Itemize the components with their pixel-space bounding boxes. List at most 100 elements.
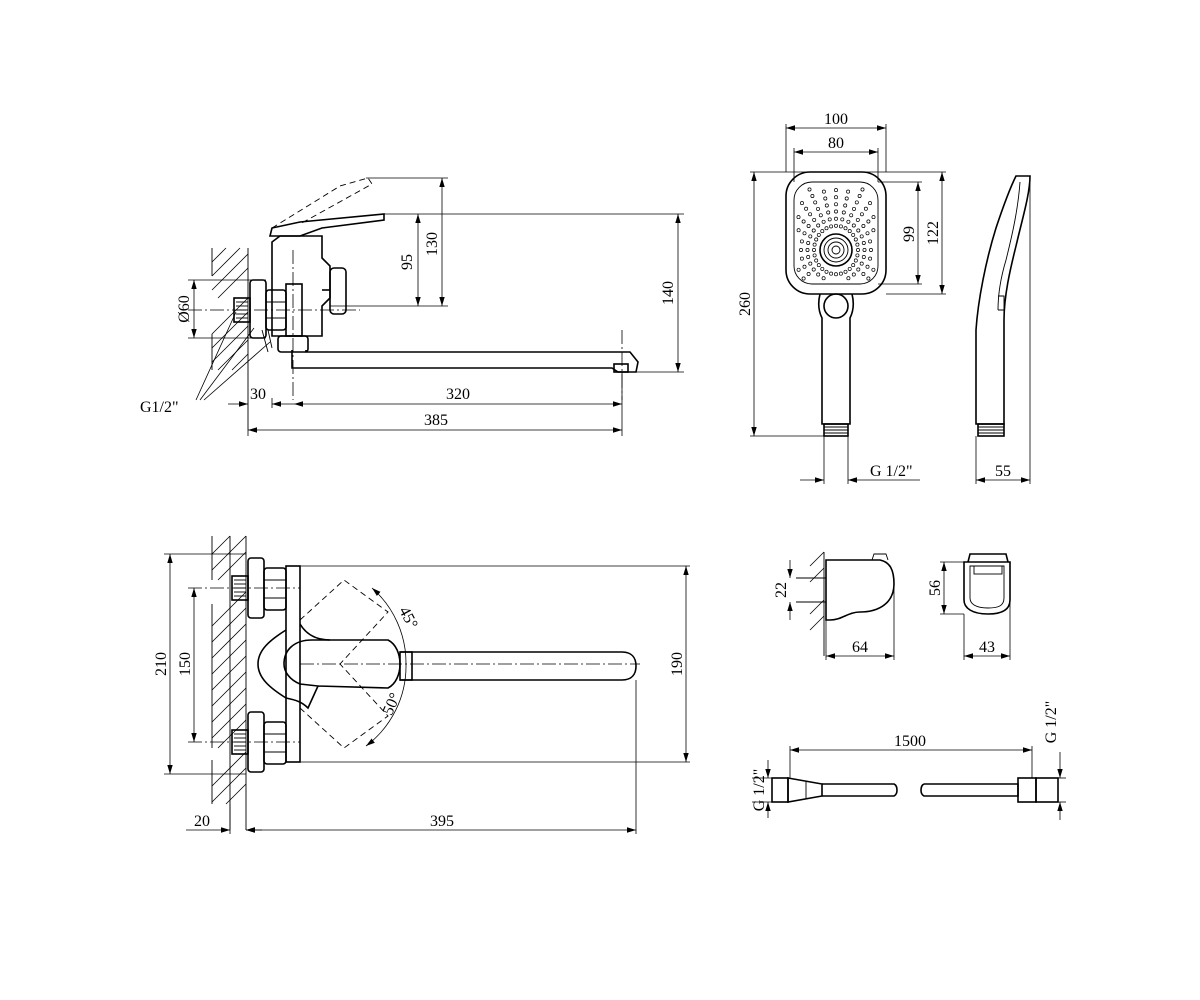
nozzle-dot: [868, 256, 873, 261]
nozzle-dot: [841, 210, 846, 215]
nozzle-dot: [816, 223, 821, 228]
nozzle-dot: [834, 216, 838, 221]
nozzle-dot: [812, 248, 816, 252]
nozzle-dot: [866, 219, 871, 224]
nozzle-dot: [806, 272, 811, 276]
nozzle-dot: [806, 255, 811, 259]
nozzle-dot: [869, 248, 873, 252]
nozzle-dot: [865, 264, 870, 269]
nozzle-dot: [856, 228, 861, 233]
shower-head-side: 55: [975, 175, 1031, 484]
nozzle-dot: [807, 187, 812, 192]
dim-95: 95: [399, 254, 416, 270]
nozzle-dot: [861, 224, 866, 228]
nozzle-dot: [799, 239, 804, 244]
nozzle-dot: [863, 206, 868, 211]
nozzle-dot: [857, 194, 862, 198]
dim-150: 150: [177, 652, 194, 676]
thread-label-g12: G1/2": [140, 399, 179, 416]
nozzle-dot: [796, 215, 801, 220]
nozzle-dot: [823, 196, 828, 201]
dim-55: 55: [995, 463, 1011, 480]
dim-130: 130: [424, 232, 441, 256]
nozzle-dot: [820, 229, 825, 234]
dim-320: 320: [446, 386, 470, 403]
dim-100: 100: [824, 111, 848, 128]
nozzle-dot: [846, 189, 851, 194]
nozzle-dot: [847, 229, 852, 234]
nozzle-dot: [868, 201, 872, 206]
nozzle-dot: [856, 267, 861, 272]
nozzle-dot: [824, 203, 829, 208]
nozzle-dot: [846, 276, 851, 281]
nozzle-dot: [812, 242, 817, 247]
nozzle-dot: [813, 200, 818, 205]
nozzle-dot: [829, 271, 834, 276]
dim-260: 260: [737, 292, 754, 316]
dim-1500: 1500: [894, 733, 926, 750]
nozzle-dot: [816, 263, 821, 268]
nozzle-dot: [799, 256, 804, 261]
nozzle-dot: [834, 209, 838, 214]
nozzle-dot: [806, 241, 811, 245]
nozzle-dot: [853, 258, 858, 263]
dim-56: 56: [927, 580, 944, 596]
side-view: 95 130 140 Ø60 G1/2" 30 320 385: [140, 177, 684, 436]
wall-holder-front: 56 43: [927, 553, 1011, 660]
nozzle-dot: [866, 276, 871, 281]
nozzle-dot: [855, 242, 860, 247]
nozzle-dot: [851, 223, 856, 228]
nozzle-dot: [847, 266, 852, 271]
thread-label-head: G 1/2": [870, 463, 913, 480]
nozzle-dot: [860, 187, 865, 192]
nozzle-dot: [814, 237, 819, 242]
nozzle-dot: [811, 228, 816, 233]
shower-head-front: 100 80 99 122 260 G 1/2": [737, 111, 946, 484]
nozzle-dot: [804, 206, 809, 211]
nozzle-dot: [808, 212, 813, 217]
nozzle-dot: [818, 213, 823, 218]
nozzle-dot: [854, 200, 859, 205]
nozzle-dot: [843, 203, 848, 208]
nozzle-dot: [796, 267, 801, 272]
dim-122: 122: [925, 221, 942, 245]
nozzle-dot: [814, 258, 819, 263]
angle-45: 45°: [395, 604, 421, 632]
wall-hatch: [211, 247, 249, 371]
thread-label-hose-right: G 1/2": [1043, 701, 1060, 744]
nozzle-dot: [811, 267, 816, 272]
dim-30: 30: [250, 386, 266, 403]
nozzle-dot: [862, 248, 867, 252]
nozzle-dot: [834, 272, 838, 277]
dim-140: 140: [660, 281, 677, 305]
nozzle-dot: [801, 276, 806, 281]
nozzle-dot: [853, 237, 858, 242]
dim-20: 20: [194, 813, 210, 830]
nozzle-dot: [834, 188, 838, 193]
nozzle-dot: [855, 217, 860, 222]
thread-label-hose-left: G 1/2": [751, 769, 768, 812]
nozzle-dot: [805, 248, 810, 252]
nozzle-dot: [829, 224, 834, 229]
dim-80: 80: [828, 135, 844, 152]
nozzle-dot: [812, 217, 817, 222]
nozzle-dot: [824, 226, 829, 231]
nozzle-dot: [838, 271, 843, 276]
nozzle-dot: [843, 226, 848, 231]
nozzle-dot: [861, 272, 866, 276]
dim-43: 43: [979, 639, 995, 656]
nozzle-dot: [800, 201, 804, 206]
nozzle-dot: [802, 231, 807, 236]
nozzle-dot: [799, 248, 803, 252]
nozzle-dot: [796, 228, 801, 233]
angle-50: 50°: [380, 690, 405, 717]
nozzle-dot: [808, 234, 813, 239]
nozzle-dot: [852, 206, 856, 211]
nozzle-dot: [834, 223, 838, 228]
nozzle-dot: [865, 231, 870, 236]
nozzle-dot: [871, 267, 876, 272]
dim-210: 210: [153, 652, 170, 676]
dim-diameter-60: Ø60: [176, 295, 193, 323]
nozzle-dot: [851, 232, 856, 237]
nozzle-dot: [855, 253, 860, 258]
